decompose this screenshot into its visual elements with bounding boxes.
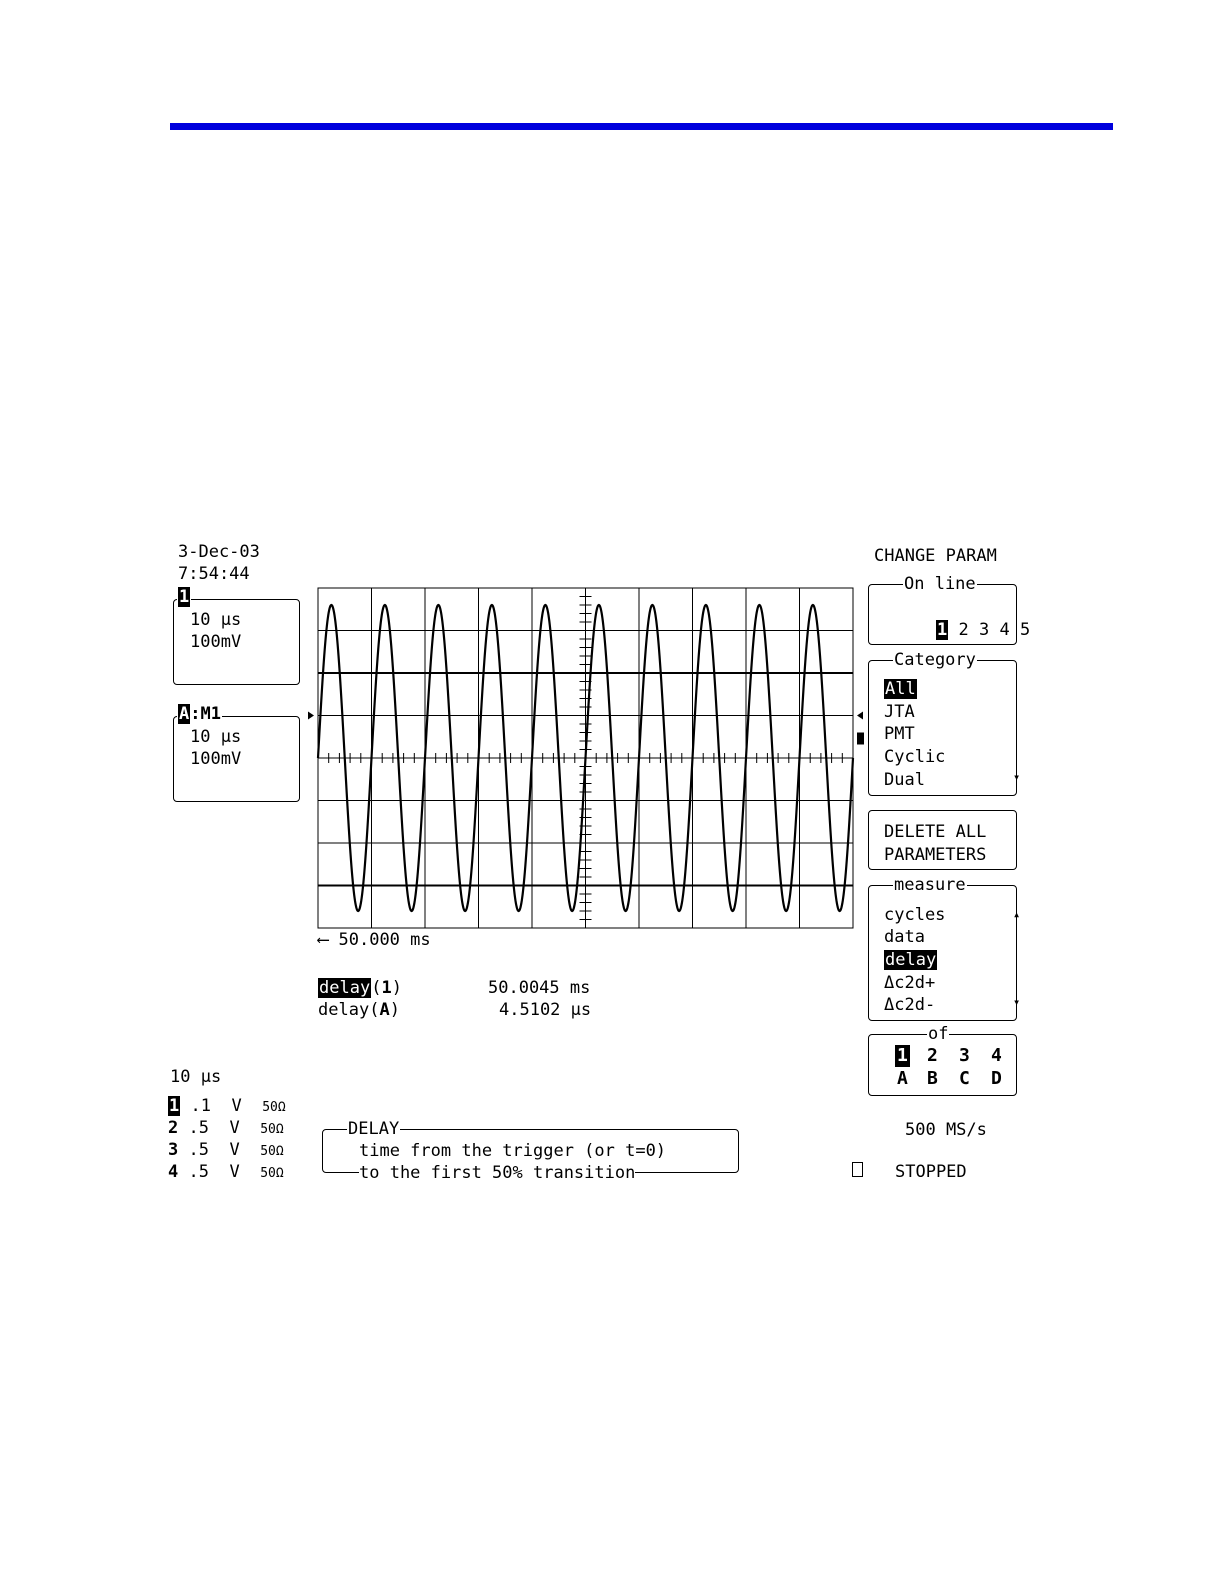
- category-item-jta[interactable]: JTA: [884, 702, 915, 722]
- online-item[interactable]: 3: [978, 620, 990, 640]
- channel-number: 2: [168, 1118, 179, 1138]
- waveform-trace: [316, 603, 855, 913]
- trigger-level-marker: [308, 711, 314, 720]
- sample-rate: 500 MS/s: [905, 1120, 987, 1140]
- measure-item-delay[interactable]: delay: [884, 950, 938, 970]
- measure-item-data[interactable]: data: [884, 927, 925, 947]
- scroll-down-icon[interactable]: ▾: [1013, 995, 1021, 1009]
- trace-1-box[interactable]: 1 10 µs 100mV: [173, 586, 300, 685]
- help-line-2: to the first 50% transition: [359, 1162, 636, 1184]
- channel-scale: .5: [188, 1118, 209, 1138]
- channel-row: 3 .5 V 50Ω: [168, 1139, 284, 1163]
- channel-number: 1: [168, 1096, 181, 1116]
- channel-number: 3: [168, 1140, 179, 1160]
- source-tab-a[interactable]: A: [897, 1068, 908, 1089]
- delete-all-line-1: DELETE ALL: [884, 822, 987, 842]
- channel-unit: V: [229, 1162, 240, 1182]
- scroll-up-icon[interactable]: ▴: [1013, 907, 1021, 921]
- menu-title: CHANGE PARAM: [874, 546, 997, 566]
- time-label: 7:54:44: [178, 564, 250, 584]
- measurement-row[interactable]: delay(A): [318, 1000, 400, 1020]
- measurement-name: delay: [318, 1000, 370, 1020]
- of-box[interactable]: of 1 2 3 4 A B C D: [868, 1023, 1017, 1096]
- channel-scale: .5: [188, 1162, 209, 1182]
- scroll-down-icon[interactable]: ▾: [1013, 770, 1021, 784]
- channel-impedance: 50Ω: [260, 1122, 284, 1137]
- source-tab-3[interactable]: 3: [959, 1045, 970, 1066]
- measure-legend: measure: [893, 874, 967, 896]
- trace-a-box[interactable]: A:M1 10 µs 100mV: [173, 703, 300, 802]
- source-tab-b[interactable]: B: [927, 1068, 938, 1089]
- category-item-pmt[interactable]: PMT: [884, 724, 915, 744]
- trace-a-tag: A: [178, 704, 191, 724]
- date-label: 3-Dec-03: [178, 542, 260, 562]
- measurement-value: 4.5102 µs: [499, 1000, 592, 1020]
- category-box[interactable]: Category All JTA PMT Cyclic Dual ▾: [868, 649, 1021, 796]
- measurement-value: 50.0045 ms: [488, 978, 591, 998]
- left-arrow-icon: ⟵: [318, 930, 329, 950]
- source-tab-1[interactable]: 1: [895, 1045, 910, 1067]
- trace-a-label: :M1: [190, 704, 221, 724]
- source-tab-2[interactable]: 2: [927, 1045, 938, 1066]
- measure-item-dc2d-minus[interactable]: Δc2d-: [884, 995, 936, 1015]
- online-box[interactable]: On line 1 2 3 4 5: [868, 573, 1030, 645]
- channel-row: 4 .5 V 50Ω: [168, 1161, 284, 1185]
- trace-a-timebase: 10 µs: [190, 727, 242, 747]
- online-item[interactable]: 2: [958, 620, 969, 640]
- measure-item-cycles[interactable]: cycles: [884, 905, 946, 925]
- help-line-1: time from the trigger (or t=0): [359, 1141, 667, 1161]
- help-box: DELAY time from the trigger (or t=0) to …: [322, 1118, 739, 1184]
- channel-unit: V: [229, 1140, 240, 1160]
- grid-delay-value: 50.000 ms: [338, 930, 431, 950]
- measure-item-dc2d-plus[interactable]: Δc2d+: [884, 973, 936, 993]
- source-tab-c[interactable]: C: [959, 1068, 970, 1089]
- category-legend: Category: [893, 649, 977, 671]
- waveform-display: [308, 587, 864, 929]
- channel-row: 1 .1 V 50Ω: [168, 1095, 286, 1119]
- delete-all-button[interactable]: DELETE ALL PARAMETERS: [868, 810, 1017, 870]
- measurement-source: A: [379, 1000, 390, 1020]
- status-box-icon: [852, 1162, 863, 1177]
- timebase-summary: 10 µs: [170, 1067, 222, 1087]
- category-item-cyclic[interactable]: Cyclic: [884, 747, 946, 767]
- help-title: DELAY: [347, 1118, 401, 1140]
- trace-1-tag: 1: [178, 587, 191, 607]
- grid-delay-readout: ⟵ 50.000 ms: [318, 929, 431, 951]
- channel-unit: V: [231, 1096, 242, 1116]
- measure-box[interactable]: measure ▴ cycles data delay Δc2d+ Δc2d- …: [868, 874, 1021, 1021]
- of-legend: of: [927, 1023, 950, 1045]
- acquisition-status: STOPPED: [895, 1162, 967, 1182]
- category-item-all[interactable]: All: [884, 679, 917, 699]
- source-tab-4[interactable]: 4: [991, 1045, 1002, 1066]
- trace-1-timebase: 10 µs: [190, 610, 242, 630]
- measurement-source: 1: [381, 978, 392, 998]
- channel-marker-right: [857, 732, 864, 745]
- channel-scale: .1: [190, 1096, 211, 1116]
- trace-a-volts: 100mV: [190, 749, 242, 769]
- channel-row: 2 .5 V 50Ω: [168, 1117, 284, 1141]
- category-item-dual[interactable]: Dual: [884, 770, 925, 790]
- channel-number: 4: [168, 1162, 179, 1182]
- trace-marker-right: [857, 711, 863, 720]
- channel-unit: V: [229, 1118, 240, 1138]
- trace-1-volts: 100mV: [190, 632, 242, 652]
- online-item[interactable]: 5: [1019, 620, 1031, 640]
- header-rule: [170, 123, 1113, 130]
- channel-scale: .5: [188, 1140, 209, 1160]
- channel-impedance: 50Ω: [260, 1144, 284, 1159]
- online-items: 1 2 3 4 5: [895, 597, 1030, 663]
- channel-impedance: 50Ω: [262, 1100, 286, 1115]
- channel-impedance: 50Ω: [260, 1166, 284, 1181]
- measurement-row[interactable]: delay(1): [318, 978, 402, 998]
- online-item[interactable]: 1: [935, 620, 949, 640]
- source-tab-d[interactable]: D: [991, 1068, 1002, 1089]
- online-item[interactable]: 4: [999, 620, 1010, 640]
- online-legend: On line: [903, 573, 977, 595]
- delete-all-line-2: PARAMETERS: [884, 845, 987, 865]
- measurement-name-selected: delay: [318, 978, 372, 998]
